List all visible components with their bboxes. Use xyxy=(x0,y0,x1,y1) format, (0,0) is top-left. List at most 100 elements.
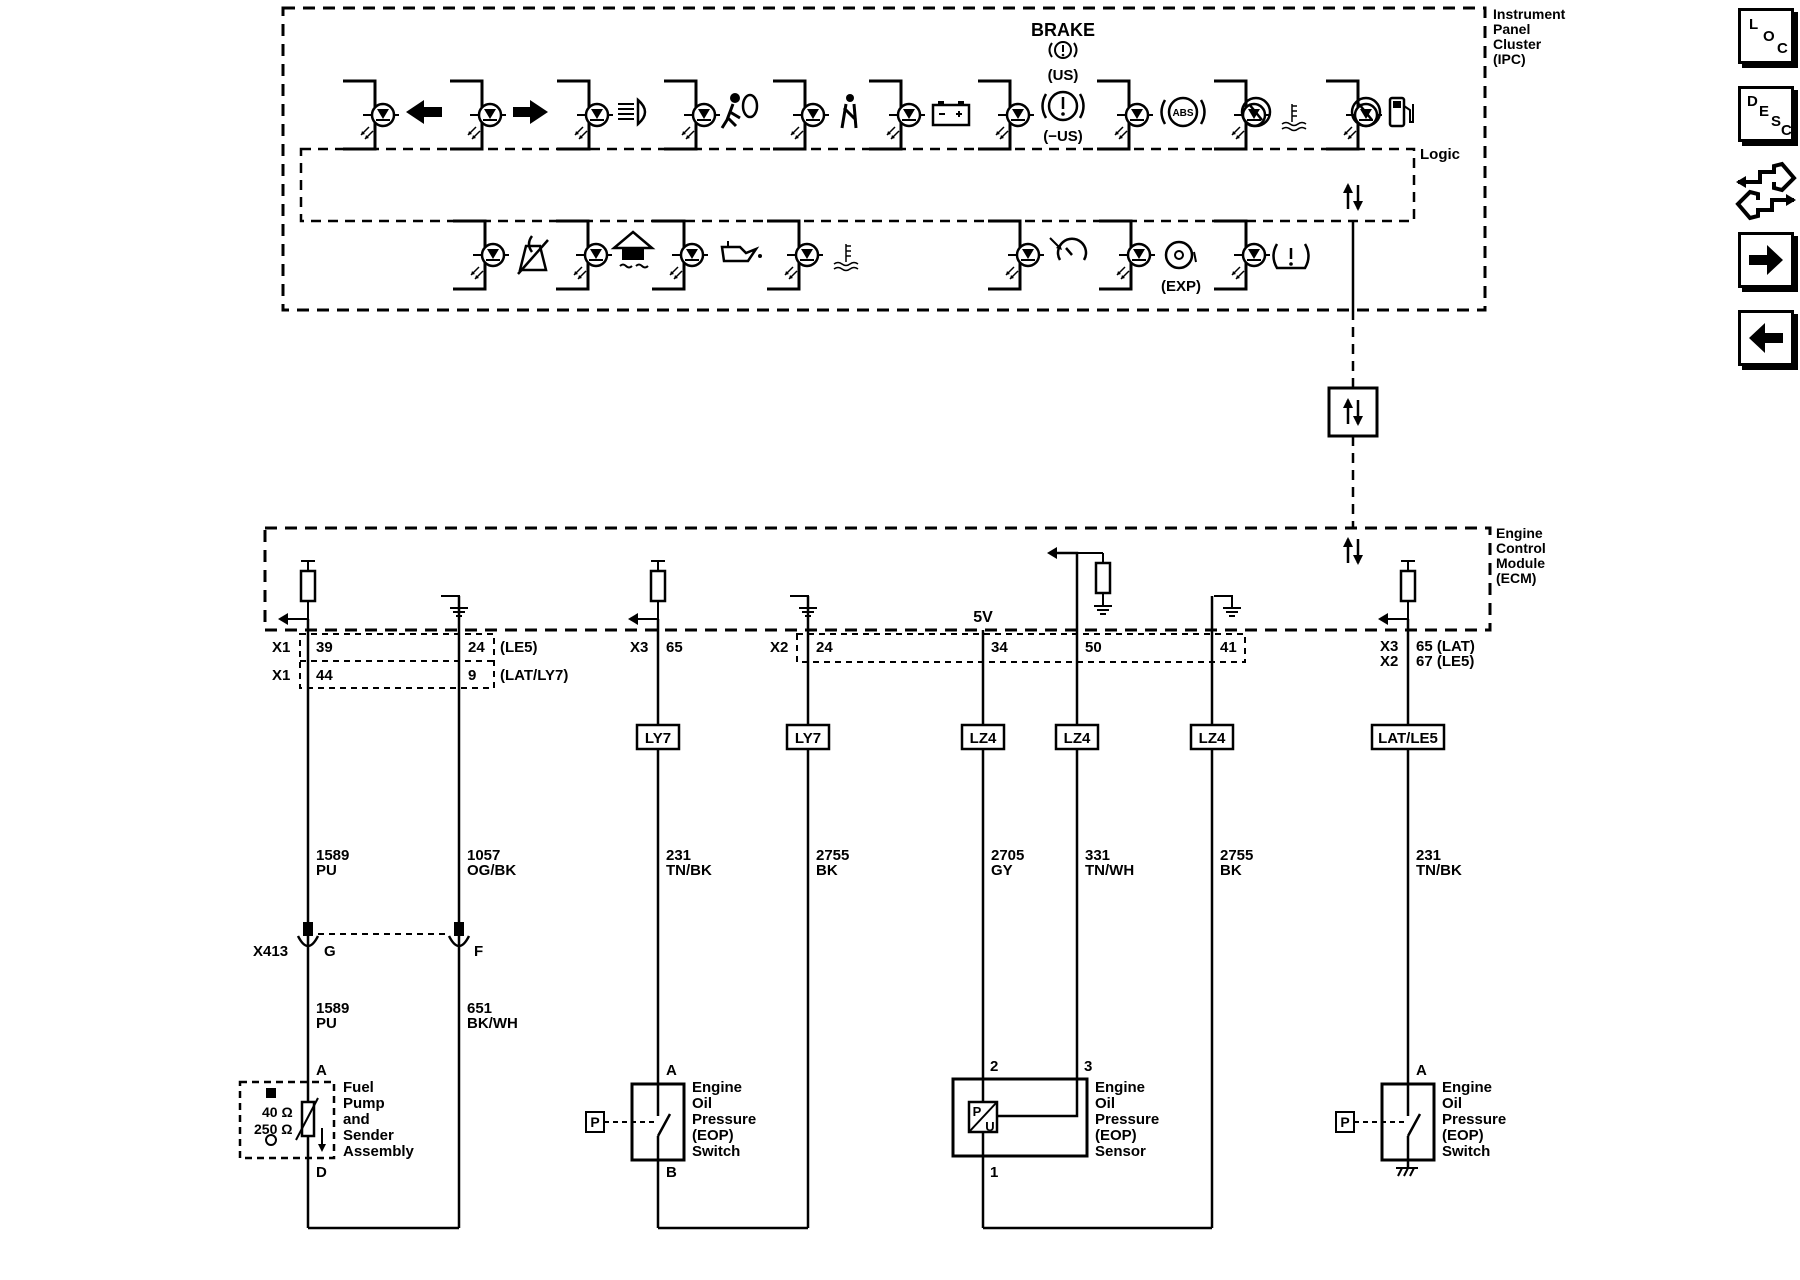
svg-text:Instrument: Instrument xyxy=(1493,6,1566,22)
coolant-temp-icon xyxy=(833,244,859,272)
svg-text:65 (LAT): 65 (LAT) xyxy=(1416,638,1475,655)
ecm-eop-switch-signal-1 xyxy=(626,559,667,627)
svg-text:1: 1 xyxy=(990,1164,998,1181)
location-button[interactable]: L O C xyxy=(1738,8,1794,64)
serial-data-link-box xyxy=(1327,386,1379,438)
svg-text:A: A xyxy=(666,1062,677,1079)
cruise-set-exp-icon xyxy=(1164,240,1197,270)
ecm-low-ref-2 xyxy=(789,595,818,617)
eop-sensor: P U 2 3 1 Engine Oil Pressure (EOP) Sens… xyxy=(951,1058,1159,1181)
component-connector-button[interactable] xyxy=(1734,160,1798,224)
left-turn-arrow-icon xyxy=(406,100,442,124)
coolant-gauge-icon xyxy=(1240,96,1307,132)
svg-text:Engine: Engine xyxy=(692,1079,742,1096)
ecm-serial-data-icon xyxy=(1341,535,1365,567)
svg-text:BK/WH: BK/WH xyxy=(467,1015,518,1032)
arrow-left-icon xyxy=(1749,323,1783,353)
svg-text:(EOP): (EOP) xyxy=(1095,1127,1137,1144)
svg-text:Oil: Oil xyxy=(1442,1095,1462,1112)
tire-pressure-icon xyxy=(1272,243,1310,270)
brake-label: BRAKE xyxy=(1031,20,1095,40)
top-lamp-row xyxy=(341,79,1384,151)
le5-lat-ly7-option-box xyxy=(299,633,495,689)
svg-text:24: 24 xyxy=(816,639,833,656)
svg-text:Assembly: Assembly xyxy=(343,1143,415,1160)
svg-text:X1: X1 xyxy=(272,639,290,656)
svg-text:GY: GY xyxy=(991,862,1013,879)
next-page-button[interactable] xyxy=(1738,232,1794,288)
svg-text:(LAT/LY7): (LAT/LY7) xyxy=(500,667,568,684)
five-volt-reference-label: 5V xyxy=(973,609,993,626)
svg-text:2755: 2755 xyxy=(816,847,849,864)
description-button[interactable]: D E S C xyxy=(1738,86,1794,142)
svg-text:OG/BK: OG/BK xyxy=(467,862,516,879)
svg-text:Fuel: Fuel xyxy=(343,1079,374,1096)
svg-text:2: 2 xyxy=(990,1058,998,1075)
previous-page-button[interactable] xyxy=(1738,310,1794,366)
oil-pressure-icon xyxy=(720,241,762,263)
svg-text:65: 65 xyxy=(666,639,683,656)
svg-text:X2: X2 xyxy=(770,639,788,656)
svg-text:250 Ω: 250 Ω xyxy=(254,1121,292,1137)
traction-off-icon xyxy=(517,235,549,275)
airbag-icon xyxy=(720,93,759,129)
svg-text:Pressure: Pressure xyxy=(1095,1111,1159,1128)
svg-text:(IPC): (IPC) xyxy=(1493,51,1526,67)
abs-icon: ABS xyxy=(1160,96,1206,128)
logic-label: Logic xyxy=(1420,146,1460,163)
svg-text:Panel: Panel xyxy=(1493,21,1530,37)
brake-warning-icon xyxy=(1041,90,1085,122)
fuel-pump-sender-assembly: 40 Ω 250 Ω A D Fuel Pump and Sender Asse… xyxy=(238,1062,415,1181)
fuel-gauge-icon xyxy=(1350,96,1414,128)
connector-plug-icon xyxy=(1735,161,1797,221)
svg-text:X413: X413 xyxy=(253,943,288,960)
svg-text:LY7: LY7 xyxy=(645,730,671,747)
svg-text:P: P xyxy=(590,1114,599,1130)
svg-text:PU: PU xyxy=(316,862,337,879)
brake-us-label: (US) xyxy=(1048,67,1079,84)
svg-text:A: A xyxy=(316,1062,327,1079)
svg-text:1589: 1589 xyxy=(316,847,349,864)
svg-text:Sensor: Sensor xyxy=(1095,1143,1146,1160)
svg-text:Cluster: Cluster xyxy=(1493,36,1542,52)
eop-switch-2: P A Engine Oil Pressure (EOP) Switch xyxy=(1334,1062,1506,1177)
svg-text:Switch: Switch xyxy=(692,1143,740,1160)
lz4-option-box xyxy=(796,633,1246,663)
svg-text:LAT/LE5: LAT/LE5 xyxy=(1378,730,1438,747)
svg-text:9: 9 xyxy=(468,667,476,684)
svg-text:X2: X2 xyxy=(1380,653,1398,670)
svg-text:TN/BK: TN/BK xyxy=(1416,862,1462,879)
svg-text:BK: BK xyxy=(816,862,838,879)
svg-text:and: and xyxy=(343,1111,370,1128)
brake-warning-icon-small xyxy=(1048,41,1078,59)
svg-text:Pressure: Pressure xyxy=(1442,1111,1506,1128)
svg-text:2705: 2705 xyxy=(991,847,1024,864)
svg-text:Engine: Engine xyxy=(1095,1079,1145,1096)
svg-text:X3: X3 xyxy=(1380,638,1398,655)
svg-text:(EOP): (EOP) xyxy=(692,1127,734,1144)
exp-label: (EXP) xyxy=(1161,278,1201,295)
svg-text:231: 231 xyxy=(1416,847,1441,864)
svg-text:P: P xyxy=(1340,1114,1349,1130)
bottom-lamp-row xyxy=(451,219,1272,291)
svg-text:3: 3 xyxy=(1084,1058,1092,1075)
seatbelt-icon xyxy=(840,94,858,129)
svg-text:U: U xyxy=(985,1119,994,1134)
svg-text:651: 651 xyxy=(467,1000,492,1017)
svg-text:Oil: Oil xyxy=(1095,1095,1115,1112)
svg-text:Control: Control xyxy=(1496,540,1546,556)
svg-text:BK: BK xyxy=(1220,862,1242,879)
ecm-low-ref-1 xyxy=(440,595,469,617)
battery-icon xyxy=(931,101,971,127)
svg-text:Module: Module xyxy=(1496,555,1545,571)
ipc-title: Instrument Panel Cluster (IPC) xyxy=(1493,6,1566,67)
svg-text:ABS: ABS xyxy=(1172,108,1193,119)
svg-text:TN/WH: TN/WH xyxy=(1085,862,1134,879)
svg-text:LZ4: LZ4 xyxy=(1064,730,1091,747)
wire-runs xyxy=(306,596,1410,1230)
ecm-eop-switch-signal-2 xyxy=(1376,559,1417,627)
svg-text:Pressure: Pressure xyxy=(692,1111,756,1128)
svg-text:1057: 1057 xyxy=(467,847,500,864)
svg-text:231: 231 xyxy=(666,847,691,864)
svg-text:A: A xyxy=(1416,1062,1427,1079)
